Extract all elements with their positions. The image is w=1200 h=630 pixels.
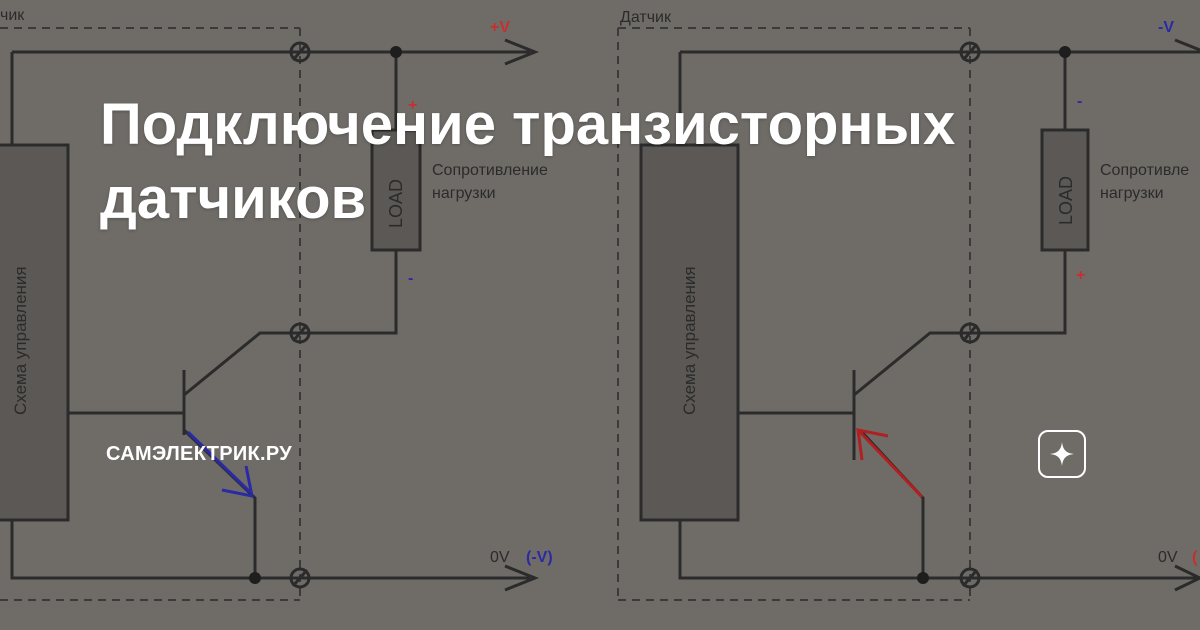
supply-negative-label: -V bbox=[1158, 19, 1174, 36]
resistance-line1-right: Сопротивле bbox=[1100, 162, 1189, 179]
sparkle-icon bbox=[1050, 442, 1074, 466]
load-resistor-left bbox=[370, 128, 422, 252]
ground-label-left: 0V bbox=[490, 549, 510, 566]
load-positive-left: + bbox=[408, 97, 417, 114]
sparkle-button[interactable] bbox=[1038, 430, 1086, 478]
sensor-label-right: Датчик bbox=[620, 9, 672, 26]
load-negative-left: - bbox=[408, 270, 413, 287]
sensor-label-left: чик bbox=[0, 7, 25, 24]
emitter-arrow-left bbox=[186, 430, 254, 498]
control-block-label-left: Схема управления bbox=[11, 266, 30, 415]
site-name[interactable]: САМЭЛЕКТРИК.РУ bbox=[106, 443, 293, 465]
emitter-arrow-right bbox=[856, 428, 924, 499]
load-text-right: LOAD bbox=[1056, 176, 1076, 225]
load-positive-right: + bbox=[1076, 267, 1085, 284]
control-block-left bbox=[0, 143, 70, 522]
ground-label-right: 0V bbox=[1158, 549, 1178, 566]
resistance-line2-left: нагрузки bbox=[432, 185, 496, 202]
load-negative-right: - bbox=[1077, 93, 1082, 110]
resistance-line1-left: Сопротивление bbox=[432, 162, 548, 179]
ground-alt-label-right: ( bbox=[1192, 549, 1198, 566]
control-block-label-right: Схема управления bbox=[680, 266, 699, 415]
ground-alt-label-left: (-V) bbox=[526, 549, 553, 566]
resistance-line2-right: нагрузки bbox=[1100, 185, 1164, 202]
supply-positive-label: +V bbox=[490, 19, 510, 36]
control-block-right bbox=[639, 143, 740, 522]
article-title[interactable]: Подключение транзисторных датчиков bbox=[100, 92, 956, 231]
load-resistor-right bbox=[1040, 128, 1090, 252]
load-text-left: LOAD bbox=[386, 179, 406, 228]
